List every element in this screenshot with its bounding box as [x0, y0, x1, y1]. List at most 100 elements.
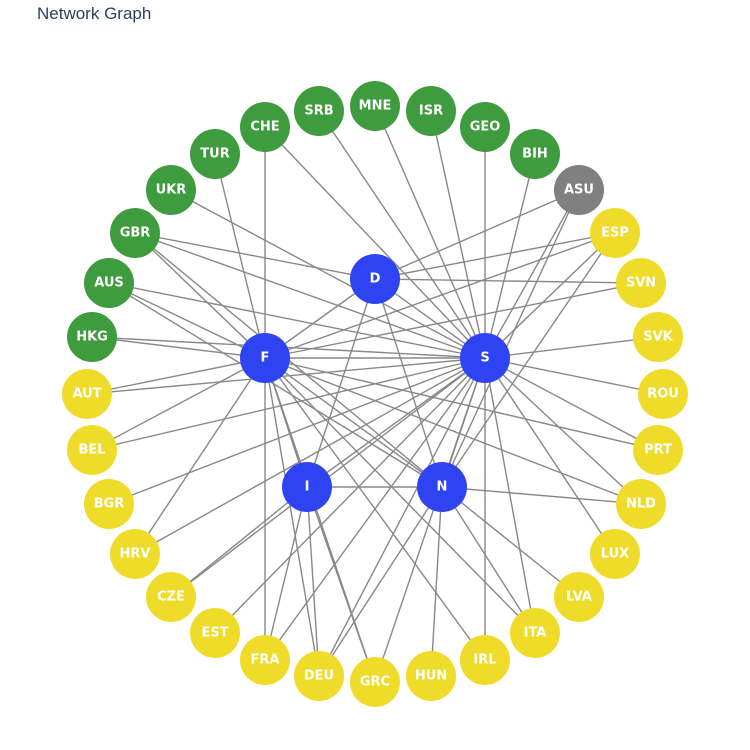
node-circle[interactable]	[460, 635, 510, 685]
edge-d-gbr	[134, 232, 376, 280]
node-circle[interactable]	[590, 529, 640, 579]
node-circle[interactable]	[62, 369, 112, 419]
node-esp[interactable]: ESP	[590, 208, 640, 258]
edge-f-bel	[91, 357, 266, 451]
node-label: GBR	[120, 226, 151, 241]
node-circle[interactable]	[146, 572, 196, 622]
node-hrv[interactable]: HRV	[110, 529, 160, 579]
node-srb[interactable]: SRB	[294, 86, 344, 136]
node-circle[interactable]	[460, 333, 510, 383]
node-circle[interactable]	[350, 657, 400, 707]
edge-d-i	[306, 278, 376, 488]
node-irl[interactable]: IRL	[460, 635, 510, 685]
node-circle[interactable]	[406, 651, 456, 701]
node-svk[interactable]: SVK	[633, 312, 683, 362]
node-lva[interactable]: LVA	[554, 572, 604, 622]
node-nld[interactable]: NLD	[616, 479, 666, 529]
node-prt[interactable]: PRT	[633, 425, 683, 475]
node-circle[interactable]	[554, 572, 604, 622]
node-circle[interactable]	[616, 479, 666, 529]
node-label: LVA	[566, 590, 592, 605]
node-circle[interactable]	[350, 81, 400, 131]
node-circle[interactable]	[510, 129, 560, 179]
node-hun[interactable]: HUN	[406, 651, 456, 701]
edge-s-ukr	[170, 189, 486, 359]
node-circle[interactable]	[510, 608, 560, 658]
node-circle[interactable]	[294, 86, 344, 136]
edge-f-n	[264, 357, 443, 488]
node-circle[interactable]	[190, 129, 240, 179]
node-circle[interactable]	[84, 479, 134, 529]
node-circle[interactable]	[240, 333, 290, 383]
node-circle[interactable]	[590, 208, 640, 258]
node-circle[interactable]	[638, 369, 688, 419]
node-bel[interactable]: BEL	[67, 425, 117, 475]
node-ita[interactable]: ITA	[510, 608, 560, 658]
edge-f-nld	[264, 357, 642, 505]
node-label: EST	[201, 626, 228, 641]
graph-title: Network Graph	[37, 4, 152, 23]
node-circle[interactable]	[294, 651, 344, 701]
node-hkg[interactable]: HKG	[67, 312, 117, 362]
node-n[interactable]: N	[417, 462, 467, 512]
node-cze[interactable]: CZE	[146, 572, 196, 622]
node-aus[interactable]: AUS	[84, 258, 134, 308]
edge-s-gbr	[134, 232, 486, 359]
node-circle[interactable]	[240, 102, 290, 152]
node-grc[interactable]: GRC	[350, 657, 400, 707]
node-rou[interactable]: ROU	[638, 369, 688, 419]
node-circle[interactable]	[554, 165, 604, 215]
node-label: ESP	[601, 226, 629, 241]
node-circle[interactable]	[67, 312, 117, 362]
node-lux[interactable]: LUX	[590, 529, 640, 579]
node-deu[interactable]: DEU	[294, 651, 344, 701]
node-est[interactable]: EST	[190, 608, 240, 658]
node-circle[interactable]	[190, 608, 240, 658]
node-label: CZE	[157, 590, 185, 605]
node-f[interactable]: F	[240, 333, 290, 383]
node-circle[interactable]	[67, 425, 117, 475]
node-circle[interactable]	[110, 208, 160, 258]
node-label: I	[305, 480, 310, 495]
edge-f-aus	[108, 282, 266, 359]
node-circle[interactable]	[84, 258, 134, 308]
edge-i-deu	[306, 486, 320, 677]
node-tur[interactable]: TUR	[190, 129, 240, 179]
node-ukr[interactable]: UKR	[146, 165, 196, 215]
node-label: HUN	[415, 669, 447, 684]
node-che[interactable]: CHE	[240, 102, 290, 152]
node-asu[interactable]: ASU	[554, 165, 604, 215]
node-aut[interactable]: AUT	[62, 369, 112, 419]
edge-n-aus	[108, 282, 443, 488]
node-geo[interactable]: GEO	[460, 102, 510, 152]
node-mne[interactable]: MNE	[350, 81, 400, 131]
node-circle[interactable]	[282, 462, 332, 512]
node-label: D	[370, 272, 381, 287]
edge-s-che	[264, 126, 486, 359]
node-circle[interactable]	[417, 462, 467, 512]
edge-s-bih	[484, 153, 536, 359]
node-label: TUR	[200, 147, 229, 162]
node-d[interactable]: D	[350, 254, 400, 304]
node-circle[interactable]	[460, 102, 510, 152]
node-circle[interactable]	[616, 258, 666, 308]
node-label: N	[437, 480, 448, 495]
node-circle[interactable]	[350, 254, 400, 304]
node-circle[interactable]	[146, 165, 196, 215]
node-i[interactable]: I	[282, 462, 332, 512]
node-circle[interactable]	[240, 635, 290, 685]
node-gbr[interactable]: GBR	[110, 208, 160, 258]
node-isr[interactable]: ISR	[406, 86, 456, 136]
node-bih[interactable]: BIH	[510, 129, 560, 179]
edge-s-hkg	[91, 336, 486, 359]
node-fra[interactable]: FRA	[240, 635, 290, 685]
node-circle[interactable]	[633, 425, 683, 475]
node-circle[interactable]	[110, 529, 160, 579]
edge-f-esp	[264, 232, 616, 359]
node-circle[interactable]	[633, 312, 683, 362]
node-circle[interactable]	[406, 86, 456, 136]
node-bgr[interactable]: BGR	[84, 479, 134, 529]
node-s[interactable]: S	[460, 333, 510, 383]
node-svn[interactable]: SVN	[616, 258, 666, 308]
